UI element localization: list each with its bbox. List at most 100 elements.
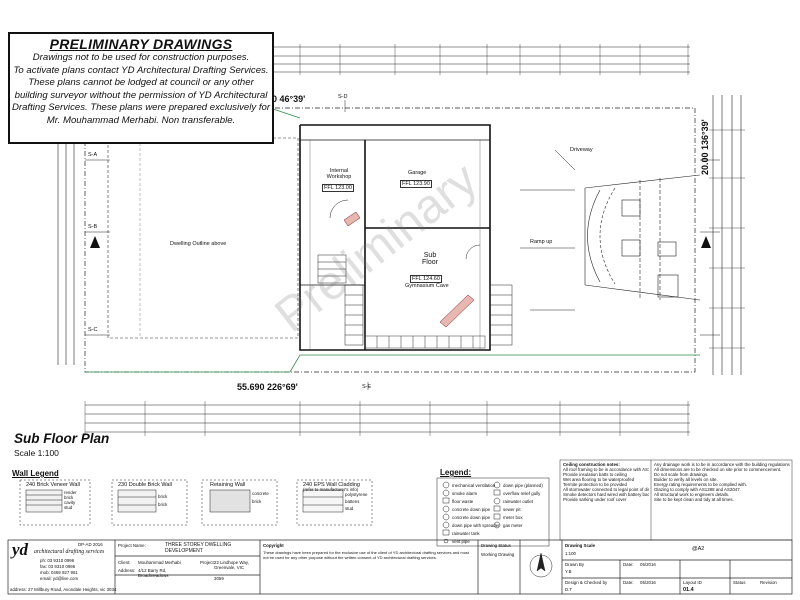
bearing-top: 0 46°39' — [272, 94, 306, 104]
company-contact: email: yd@live.com — [40, 576, 79, 581]
sheet-size: @A2 — [692, 546, 705, 552]
date-label: Date: — [623, 562, 634, 567]
notice-line: These plans cannot be lodged at council … — [28, 77, 254, 89]
project-name: THREE STOREY DWELLING DEVELOPMENT — [165, 542, 232, 554]
bearing-right: 20.00 136°39' — [700, 119, 710, 175]
copyright-text: These drawings have been prepared for th… — [263, 550, 470, 560]
note-line: Wet area flooring to be waterproofed — [563, 477, 635, 482]
note-line: Do not scale from drawings. — [654, 472, 709, 477]
level-subfloor: FFL 124.60 — [410, 275, 442, 283]
bearing-bottom: 55.690 226°69' — [237, 382, 298, 392]
wall-legend-item: 230 Double Brick Wall — [118, 482, 172, 488]
drawing-scale: 1:100 — [565, 551, 576, 556]
notice-line: To activate plans contact YD Architectur… — [13, 64, 269, 76]
client-address: 4/12 Barry Rd, Broadmeadows — [138, 568, 169, 578]
wall-legend-item: Retaining Wall — [210, 482, 246, 488]
drawing-code: DP-AD 2016 — [78, 542, 103, 547]
section-marker-a: S-A — [88, 152, 98, 158]
company-logo: yd — [12, 540, 29, 559]
note-line: Builder to verify all levels on site. — [654, 477, 718, 482]
plan-title: Sub Floor Plan — [14, 431, 110, 446]
wall-sublabel: polystyrene — [345, 492, 368, 497]
wall-sublabel: brick — [158, 494, 168, 499]
wall-legend-note: (refer to manufacturer's info) — [303, 487, 359, 492]
company-contact: ph: 03 9310 0996 — [40, 558, 75, 563]
notes-left: Ceiling construction notes: All roof fra… — [563, 462, 649, 502]
design-by: D.T — [565, 587, 573, 592]
room-label-gym: Gymnasium Cave — [405, 283, 449, 289]
level-garage: FFL 123.90 — [400, 180, 432, 188]
project-address: 22 Lindhope Way, Greenvale, VIC — [214, 560, 249, 570]
date-label-2: Date: — [623, 580, 634, 585]
note-line: All roof framing to be in accordance wit… — [563, 467, 649, 472]
wall-sublabel: brick — [64, 495, 74, 500]
legend-item: concrete down pipe — [452, 515, 491, 520]
notice-line: building surveyor without the permission… — [14, 89, 268, 101]
note-line: All stormwater connected to legal point … — [563, 487, 649, 492]
room-label-driveway: Driveway — [570, 147, 593, 153]
room-label-dwelling: Dwelling Outline above — [170, 241, 227, 247]
design-label: Design & Checked by — [565, 580, 608, 585]
company-contact: mob: 0469 927 951 — [40, 570, 78, 575]
note-line: Provide sarking under roof cover — [563, 497, 627, 502]
wall-sublabel: concrete — [252, 491, 269, 496]
section-marker-b: S-B — [88, 224, 98, 230]
project-label: Project Name: — [118, 543, 146, 548]
date-value-2: 05/2016 — [640, 580, 656, 585]
wall-sublabel: brick — [158, 502, 168, 507]
note-line: All dimensions are to be checked on site… — [654, 467, 782, 472]
drawing-status: Working Drawing — [481, 552, 515, 557]
drawing-scale-label: Drawing Scale — [565, 543, 596, 548]
note-line: Provide insulation batts to ceiling — [563, 472, 627, 477]
level-workshop: FFL 123.00 — [322, 184, 354, 192]
preliminary-notice: PRELIMINARY DRAWINGS Drawings not to be … — [8, 32, 274, 144]
plan-scale: Scale 1:100 — [14, 448, 59, 458]
legend-item: mechanical ventilation — [452, 483, 496, 488]
ramp-up-label: Ramp up — [530, 239, 553, 245]
note-line: Ceiling construction notes: — [563, 462, 620, 467]
section-marker-e: S-E — [362, 384, 372, 390]
legend-item: rainwater tank — [452, 531, 480, 536]
client-label: Client: — [118, 560, 131, 565]
project-postcode: 3059 — [214, 576, 224, 581]
legend-item: rainwater outlet — [503, 499, 534, 504]
section-marker-c: S-C — [88, 327, 98, 333]
note-line: All structural work to engineers details… — [654, 492, 730, 497]
legend-item: overflow relief gully — [503, 491, 541, 496]
wall-legend-item: 240 Brick Veneer Wall — [26, 482, 80, 488]
wall-sublabel: stud — [64, 505, 73, 510]
notes-right: Any drainage work is to be in accordance… — [654, 462, 790, 502]
legend-item: down pipe (planned) — [503, 483, 543, 488]
wall-legend-title: Wall Legend — [12, 469, 59, 478]
note-line: Any drainage work is to be in accordance… — [654, 462, 790, 467]
legend-item: floor waste — [452, 499, 474, 504]
note-line: Glazing to comply with AS1288 and AS2047… — [654, 487, 741, 492]
section-marker-d: S-D — [338, 94, 348, 100]
note-line: Smoke detectors hard wired with battery … — [563, 492, 649, 497]
layout-id: 01.4 — [683, 587, 694, 593]
wall-sublabel: render — [64, 490, 77, 495]
legend-item: meter box — [503, 515, 523, 520]
drawing-status-label: Drawing Status — [481, 543, 511, 548]
client-name: Mouhammad Merhabi — [138, 560, 181, 565]
wall-sublabel: battens — [345, 499, 360, 504]
legend-item: down pipe with spreader — [452, 523, 500, 528]
wall-legend-item: 240 EPS Wall Cladding — [303, 482, 360, 488]
legend-item: smoke alarm — [452, 491, 478, 496]
legend-item: sewer pit — [503, 507, 521, 512]
wall-sublabel: cavity — [64, 500, 76, 505]
notice-line: Drafting Services. These plans were prep… — [11, 102, 271, 114]
company-name: architectural drafting services — [34, 549, 105, 555]
layout-label: Layout ID — [683, 580, 702, 585]
legend-item: vent pipe — [452, 539, 470, 544]
note-line: Energy rating requirements to be complie… — [654, 482, 747, 487]
note-line: Site to be kept clean and tidy at all ti… — [654, 497, 734, 502]
project-address-label: Project: — [200, 560, 215, 565]
legend-item: concrete down pipe — [452, 507, 491, 512]
note-line: Termite protection to be provided — [563, 482, 627, 487]
notice-line: Drawings not to be used for construction… — [32, 52, 250, 63]
wall-sublabel: brick — [252, 499, 262, 504]
client-address-label: Address: — [118, 568, 136, 573]
notice-line: Mr. Mouhammad Merhabi. Non transferable. — [46, 114, 236, 126]
